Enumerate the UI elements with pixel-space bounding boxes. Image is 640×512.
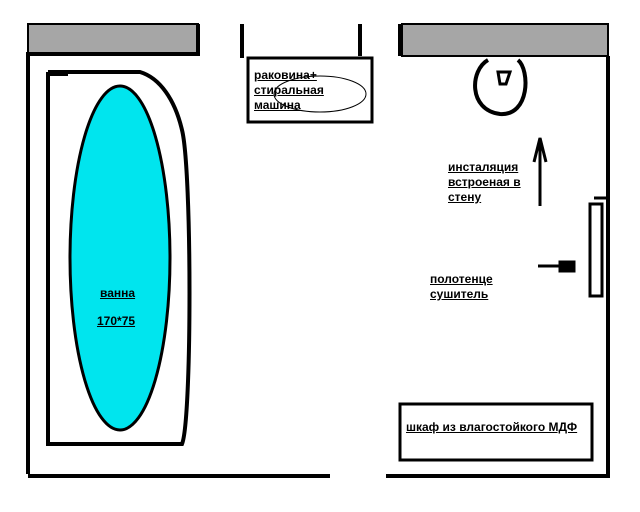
bath-size-label: 170*75	[97, 314, 136, 328]
installation-label: инсталяция встроеная в стену	[448, 160, 521, 204]
towel-dryer-arrow	[538, 260, 576, 273]
outer-walls	[26, 24, 610, 478]
top-wall-right	[401, 23, 609, 57]
sink-label: раковина+ стиральная машина	[254, 68, 324, 112]
top-wall-left	[27, 23, 199, 55]
sink-unit	[246, 56, 374, 124]
bath-water	[68, 84, 172, 432]
installation-arrow	[532, 137, 548, 206]
bathtub-outline	[46, 70, 192, 446]
towel-dryer	[588, 196, 608, 298]
towel-dryer-label: полотенце сушитель	[430, 272, 493, 301]
bath-label: ванна	[100, 286, 136, 300]
toilet	[473, 58, 528, 117]
cabinet-label: шкаф из влагостойкого МДФ	[406, 420, 578, 434]
cabinet	[398, 402, 594, 462]
